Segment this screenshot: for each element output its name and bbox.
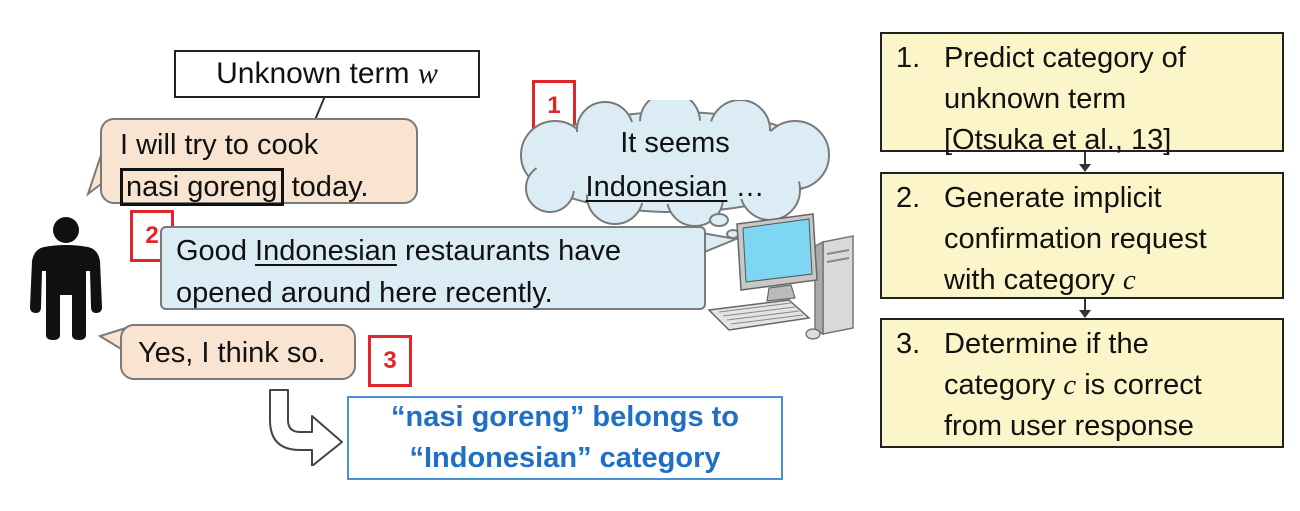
step-3-line2a: category [944,369,1056,402]
user-utterance-2: Yes, I think so. [120,324,356,380]
user-utterance-1-line2: today. [291,171,369,204]
step-1-number: 1. [896,42,921,74]
user-utterance-1: I will try to cook nasi goreng today. [100,118,418,207]
system-utterance-post: restaurants have [404,235,621,267]
system-utterance-category: Indonesian [255,235,397,267]
step-1-box: 1. Predict category of unknown term [Ots… [880,32,1284,156]
step-1-line1: Predict category of [944,42,1186,74]
step-3-box: 3. Determine if the category c is correc… [880,318,1284,448]
user-utterance-2-text: Yes, I think so. [138,337,326,369]
step-2-line3: with category [944,264,1115,297]
system-thought: It seems Indonesian … [540,122,810,209]
unknown-term-box: Unknown term w [174,50,480,98]
result-box: “nasi goreng” belongs to “Indonesian” ca… [347,396,783,480]
step-2-line2: confirmation request [944,223,1207,256]
thought-cloud [520,100,830,239]
computer-icon [707,213,854,340]
step-2-box: 2. Generate implicit confirmation reques… [880,172,1284,299]
system-utterance: Good Indonesian restaurants have opened … [160,226,706,310]
system-utterance-line2: opened around here recently. [176,277,553,310]
result-line1: “nasi goreng” belongs to [390,400,739,433]
result-line2: “Indonesian” category [409,442,721,474]
step-3-variable: c [1063,369,1077,402]
step-1-line3: [Otsuka et al., 13] [944,124,1172,157]
unknown-term-label: Unknown term [216,57,410,90]
step-2-variable: c [1122,264,1136,297]
system-thought-line1: It seems [620,127,730,159]
system-utterance-pre: Good [176,235,247,267]
user-utterance-1-line1: I will try to cook [120,129,319,161]
unknown-term-highlight: nasi goreng [120,168,284,207]
step-1-line2: unknown term [944,83,1127,116]
step-marker-3: 3 [368,335,412,387]
unknown-term-variable: w [417,57,438,90]
step-2-line1: Generate implicit [944,182,1162,214]
person-icon [30,217,102,340]
ellipsis: … [735,170,765,203]
step-3-line1: Determine if the [944,328,1149,360]
step-3-line3: from user response [944,410,1194,443]
curved-arrow-icon [269,389,343,466]
step-3-line2b: is correct [1084,369,1202,402]
predicted-category: Indonesian [585,170,728,203]
step-3-number: 3. [896,328,921,360]
step-2-number: 2. [896,182,921,214]
